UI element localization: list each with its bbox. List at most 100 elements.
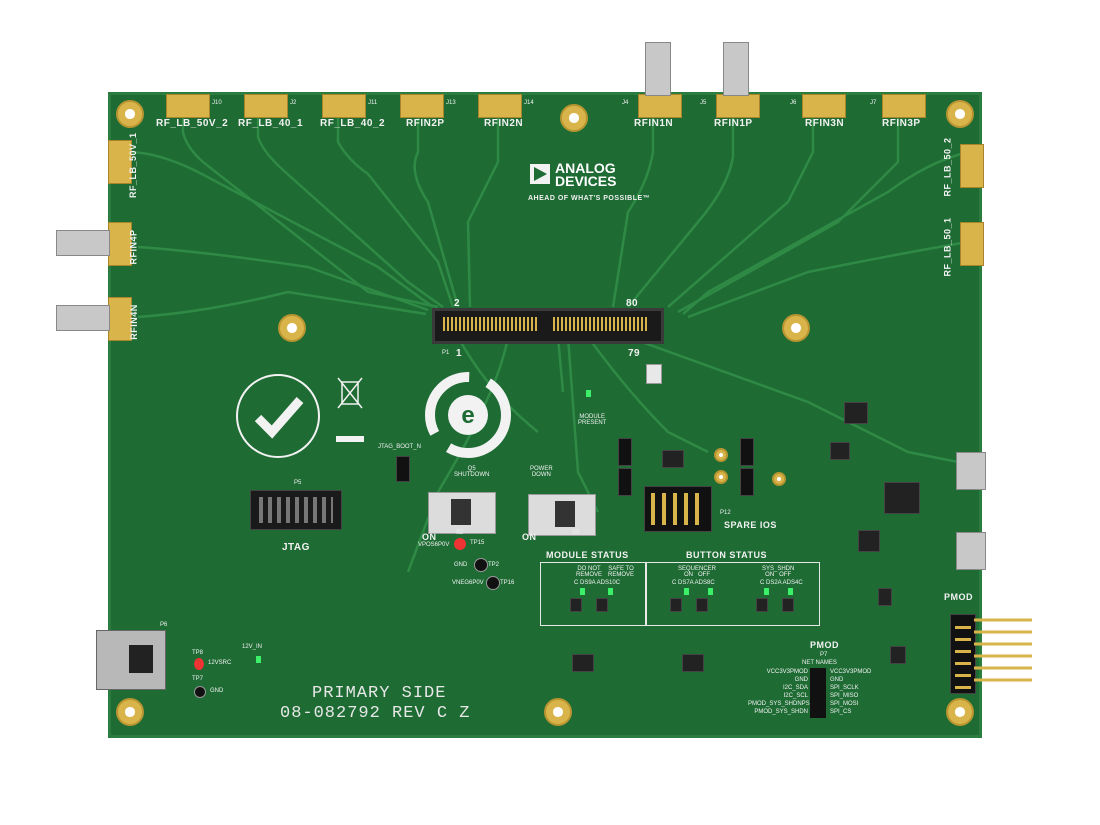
usb-connector-p2[interactable]: [956, 452, 986, 490]
pin-79-label: 79: [628, 348, 641, 359]
power-down-switch[interactable]: [528, 494, 596, 536]
label-rfin1n: RFIN1N: [634, 118, 674, 129]
button-status-leds1: C DS7A ADS8C: [672, 580, 715, 586]
rfin3p-connector[interactable]: [882, 94, 926, 118]
q4-transistor: [782, 598, 794, 612]
tp8-testpoint[interactable]: [194, 658, 204, 670]
ref-j13: J13: [446, 100, 456, 106]
ic-u15: [662, 450, 684, 468]
rfin2n-connector[interactable]: [478, 94, 522, 118]
module-status-col2: SAFE TO REMOVE: [608, 566, 635, 578]
shutdown-switch[interactable]: [428, 492, 496, 534]
label-rf-lb-50-2: RF_LB_50_2: [942, 137, 953, 197]
pin-1-label: 1: [456, 348, 463, 359]
weee-bar: [336, 436, 364, 442]
rfin1n-connector[interactable]: [638, 94, 682, 118]
usb-connector-p3[interactable]: [956, 532, 986, 570]
label-rf-lb-40-2: RF_LB_40_2: [320, 118, 386, 129]
adi-logo-icon: [530, 164, 550, 184]
ref-p7: P7: [820, 652, 828, 658]
rfin3n-connector[interactable]: [802, 94, 846, 118]
power-jack-p6[interactable]: [96, 630, 166, 690]
ic-u5: [830, 442, 850, 460]
rohs-compliant-mark: [236, 374, 320, 458]
ic-u7: [890, 646, 906, 664]
module-status-box: [540, 562, 646, 626]
power-down-on-label: ON: [522, 532, 537, 542]
button-status-col1: SEQUENCER ON OFF: [678, 566, 717, 578]
ds10-led: [608, 588, 613, 595]
crystal-y3: [646, 364, 662, 384]
tp2-label: TP2: [488, 562, 500, 568]
module-status-col1: DO NOT REMOVE: [576, 566, 603, 578]
sma-rfin1n-barrel: [645, 42, 671, 96]
rf-lb-50-2-connector[interactable]: [960, 144, 984, 188]
pmod-net-header: [810, 668, 826, 718]
mounting-hole-top-center: [560, 104, 588, 132]
tp16-label: TP16: [500, 580, 515, 586]
tp14-testpoint[interactable]: [772, 472, 786, 486]
pcb-traces: [127, 110, 969, 573]
label-rfin3p: RFIN3P: [882, 118, 921, 129]
tp11-testpoint[interactable]: [714, 470, 728, 484]
net-names-label: NET NAMES: [802, 660, 837, 666]
module-present-led: [586, 390, 591, 397]
rf-lb-40-1-connector[interactable]: [244, 94, 288, 118]
rfin2p-connector[interactable]: [400, 94, 444, 118]
ic-l6: [884, 482, 920, 514]
jtag-boot-jumper[interactable]: [396, 456, 410, 482]
ref-j10: J10: [212, 100, 222, 106]
header-p10[interactable]: [618, 468, 632, 496]
main-connector-p1[interactable]: [432, 308, 664, 344]
ds4-led: [788, 588, 793, 595]
pmod-pins: [974, 618, 1032, 682]
pmod-header-p7[interactable]: [950, 614, 976, 694]
spare-ios-header[interactable]: [644, 486, 712, 532]
sma-rfin1p-barrel: [723, 42, 749, 96]
ds8-led: [708, 588, 713, 595]
rf-lb-50v-2-connector[interactable]: [166, 94, 210, 118]
tp7-label: TP7: [192, 676, 204, 682]
power-gnd-label: GND: [210, 688, 224, 694]
ref-p6: P6: [160, 622, 168, 628]
shutdown-on-label: ON: [422, 532, 437, 542]
label-rfin4n: RFIN4N: [128, 304, 139, 340]
gnd-label: GND: [454, 562, 468, 568]
tp16-testpoint[interactable]: [486, 576, 500, 590]
rfin1p-connector[interactable]: [716, 94, 760, 118]
mounting-hole-top-right: [946, 100, 974, 128]
ref-j11: J11: [368, 100, 378, 106]
header-p11[interactable]: [618, 438, 632, 466]
adi-logo-text: ANALOG DEVICES: [555, 160, 617, 189]
header-p8[interactable]: [740, 438, 754, 466]
tp15-testpoint[interactable]: [454, 538, 466, 550]
mounting-hole-bottom-left: [116, 698, 144, 726]
jtag-boot-label: JTAG_BOOT_N: [378, 444, 421, 450]
ref-s2: S2: [456, 530, 464, 536]
svg-text:e: e: [461, 402, 474, 429]
jtag-header-p5[interactable]: [250, 490, 342, 530]
tp10-testpoint[interactable]: [714, 448, 728, 462]
vpos-label: VPOS6P0V: [418, 542, 450, 548]
ref-p12: P12: [720, 510, 731, 516]
mounting-hole-top-left: [116, 100, 144, 128]
tp8-label: TP8: [192, 650, 204, 656]
ref-p5: P5: [294, 480, 302, 486]
mounting-hole-mid-left: [278, 314, 306, 342]
rfin4n-connector[interactable]: [108, 297, 132, 341]
label-rf-lb-50v-2: RF_LB_50V_2: [156, 118, 229, 129]
tp2-testpoint[interactable]: [474, 558, 488, 572]
tp7-testpoint[interactable]: [194, 686, 206, 698]
vneg-label: VNEG6P0V: [452, 580, 484, 586]
rf-lb-40-2-connector[interactable]: [322, 94, 366, 118]
q5-transistor: [670, 598, 682, 612]
ref-p1: P1: [442, 350, 450, 356]
header-p9[interactable]: [740, 468, 754, 496]
rf-lb-50-1-connector[interactable]: [960, 222, 984, 266]
adi-tagline: AHEAD OF WHAT'S POSSIBLE™: [528, 195, 651, 202]
jtag-label: JTAG: [282, 542, 310, 553]
ds3-led: [256, 656, 261, 663]
button-status-col2: SYS_SHDN ON OFF: [762, 566, 795, 578]
rf-lb-50v-1-connector[interactable]: [108, 140, 132, 184]
weee-bin-icon: [336, 376, 364, 414]
